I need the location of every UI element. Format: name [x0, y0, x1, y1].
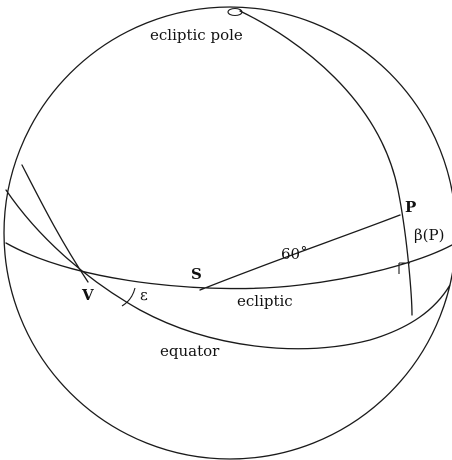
ecliptic-circle: [5, 242, 452, 290]
point-s-label: S: [191, 265, 202, 283]
right-angle-marker: [398, 262, 410, 274]
arc-s-to-p: [199, 214, 401, 291]
meridian-through-p: [239, 10, 413, 316]
equator-circle: [5, 189, 451, 350]
point-p-label: P: [405, 198, 416, 216]
point-v-label: V: [81, 286, 94, 304]
angle-60-label: 60˚: [281, 245, 308, 263]
beta-p-label: β(P): [414, 226, 444, 244]
sphere-outline: [3, 6, 452, 460]
epsilon-label: ε: [140, 286, 148, 304]
epsilon-angle-arc: [121, 287, 136, 307]
ecliptic-label: ecliptic: [237, 292, 293, 310]
ecliptic-pole-label: ecliptic pole: [150, 26, 243, 44]
ecliptic-pole-marker: [227, 7, 243, 17]
equator-label: equator: [160, 342, 220, 360]
